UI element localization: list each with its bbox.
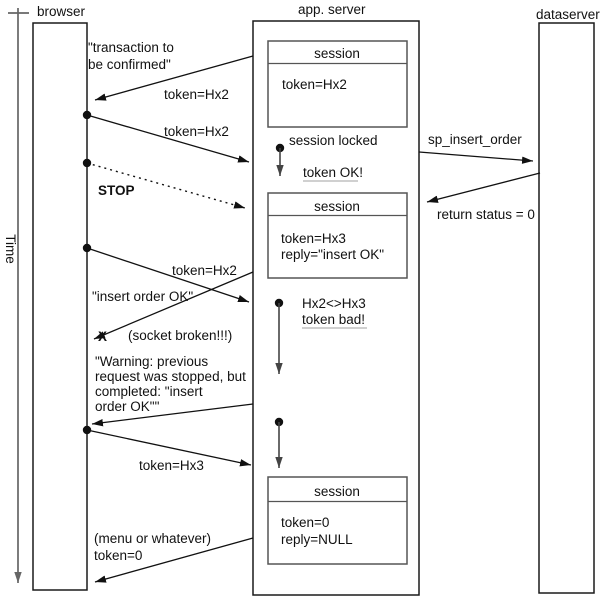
arrow-confirm-request <box>94 55 254 101</box>
menu-reply-label-line1: (menu or whatever) <box>94 531 211 546</box>
arrow-resubmit-token <box>86 247 250 303</box>
session-box-1: session token=Hx2 <box>267 40 408 128</box>
hx-mismatch-note: Hx2<>Hx3 <box>302 296 366 311</box>
session-box-3-field-token: token=0 <box>281 515 329 530</box>
return-status-label: return status = 0 <box>437 207 535 222</box>
session-box-1-frame <box>267 40 408 128</box>
session-box-3: session token=0 reply=NULL <box>267 476 408 565</box>
actor-label-app-server: app. server <box>298 2 366 17</box>
actor-label-dataserver: dataserver <box>536 7 600 22</box>
warning-label-line3: completed: "insert <box>95 384 203 399</box>
session-box-2-field-token: token=Hx3 <box>281 231 346 246</box>
submit-token-label: token=Hx2 <box>164 124 229 139</box>
confirm-request-label-line1: "transaction to <box>88 40 174 55</box>
session-box-3-frame <box>267 476 408 565</box>
confirm-request-token-label: token=Hx2 <box>164 87 229 102</box>
actor-label-browser: browser <box>37 4 86 19</box>
arrow-token-hx3 <box>86 429 252 467</box>
arrow-sp-insert-order <box>418 151 534 164</box>
confirm-request-label-line2: be confirmed" <box>88 57 171 72</box>
resubmit-token-label: token=Hx2 <box>172 263 237 278</box>
browser-lifeline <box>32 22 88 591</box>
session-box-1-title: session <box>314 46 360 61</box>
stop-label: STOP <box>98 183 135 198</box>
arrow-submit-token <box>86 114 250 163</box>
time-axis-label: Time <box>3 234 18 264</box>
dataserver-lifeline <box>538 22 595 594</box>
insert-ok-reply-label: "insert order OK" <box>92 289 193 304</box>
session-box-1-field-token: token=Hx2 <box>282 77 347 92</box>
warning-label-line4: order OK"" <box>95 399 160 414</box>
warning-label-line2: request was stopped, but <box>95 369 246 384</box>
menu-reply-label-line2: token=0 <box>94 548 142 563</box>
arrow-menu-reply <box>94 537 254 583</box>
session-box-3-field-reply: reply=NULL <box>281 532 353 547</box>
warning-label-line1: "Warning: previous <box>95 354 208 369</box>
socket-broken-x-mark: X <box>98 329 107 344</box>
arrow-warning-reply <box>91 403 254 427</box>
arrow-return-status <box>426 172 541 203</box>
session-box-2: session token=Hx3 reply="insert OK" <box>267 192 408 279</box>
arrow-insert-ok-reply <box>93 271 254 340</box>
socket-broken-note: (socket broken!!!) <box>128 328 232 343</box>
sp-insert-order-label: sp_insert_order <box>428 132 522 147</box>
session-box-2-frame <box>267 192 408 279</box>
session-box-3-title: session <box>314 484 360 499</box>
token-ok-note: token OK! <box>303 165 363 180</box>
session-box-2-field-reply: reply="insert OK" <box>281 247 384 262</box>
session-locked-note: session locked <box>289 133 378 148</box>
session-box-2-title: session <box>314 199 360 214</box>
token-bad-note: token bad! <box>302 312 365 327</box>
token-hx3-label: token=Hx3 <box>139 458 204 473</box>
